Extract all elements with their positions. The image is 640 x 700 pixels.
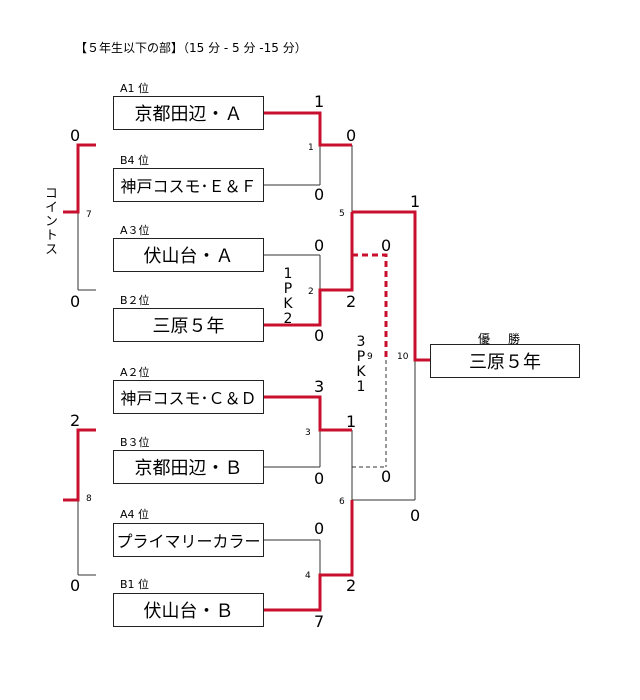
line-m3-winner	[264, 395, 352, 432]
seed-label: B２位	[120, 294, 150, 307]
team-box-2: 神戸コスモ･Ｅ＆Ｆ	[113, 168, 264, 202]
seed-label: B３位	[120, 436, 150, 449]
seed-label: B1 位	[120, 578, 150, 591]
champion-label: 優勝	[478, 332, 539, 346]
team-name: 神戸コスモ･Ｅ＆Ｆ	[120, 177, 257, 196]
line-m5-winner	[352, 210, 430, 362]
match-number: 5	[339, 209, 345, 219]
team-box-5: 神戸コスモ･Ｃ＆Ｄ	[113, 380, 264, 414]
score: 1	[314, 92, 325, 111]
score: 0	[314, 185, 325, 204]
pk-annotation: 1PK2	[280, 266, 296, 326]
match-number: 8	[86, 494, 92, 504]
match-number: 10	[397, 352, 409, 362]
score: 0	[314, 519, 325, 538]
pk-annotation: 3PK1	[353, 334, 369, 394]
team-name: 三原５年	[152, 316, 225, 337]
score: 1	[346, 412, 357, 431]
team-box-4: 三原５年	[113, 308, 264, 342]
match-number: 2	[308, 287, 314, 297]
line-m1-winner	[264, 111, 352, 147]
line-m8-winner	[63, 428, 96, 502]
score: 0	[381, 236, 392, 255]
score: 0	[314, 236, 325, 255]
score: 2	[346, 576, 357, 595]
team-name: 京都田辺・Ａ	[134, 104, 243, 125]
match-number: 4	[305, 571, 311, 581]
team-name: 神戸コスモ･Ｃ＆Ｄ	[120, 389, 257, 408]
score: 1	[410, 192, 421, 211]
score: 0	[410, 506, 421, 525]
match-number: 7	[86, 210, 92, 220]
match-number: 1	[308, 143, 314, 153]
score: 0	[70, 576, 81, 595]
team-box-7: プライマリーカラー	[113, 523, 264, 557]
line-m9-winner	[352, 253, 388, 360]
seed-label: A4 位	[120, 508, 150, 521]
line-m7-winner	[63, 143, 96, 214]
match-number: 9	[367, 352, 373, 362]
team-box-1: 京都田辺・Ａ	[113, 96, 264, 130]
seed-label: B4 位	[120, 154, 150, 167]
team-name: 伏山台・Ａ	[143, 246, 234, 267]
cointoss-label: コイントス	[42, 186, 57, 256]
score: 0	[70, 292, 81, 311]
page-title: 【５年生以下の部】（15 分 - 5 分 -15 分）	[75, 41, 307, 55]
team-name: 京都田辺・Ｂ	[134, 458, 243, 479]
match-number: 3	[305, 428, 311, 438]
score: 0	[314, 469, 325, 488]
score: 0	[70, 126, 81, 145]
team-name: プライマリーカラー	[116, 532, 261, 551]
score: 0	[381, 467, 392, 486]
team-name: 伏山台・Ｂ	[143, 601, 234, 622]
team-box-8: 伏山台・Ｂ	[113, 593, 264, 627]
seed-label: A２位	[120, 366, 150, 379]
score: 0	[346, 126, 357, 145]
score: 7	[314, 612, 325, 631]
seed-label: A３位	[120, 224, 150, 237]
score: 3	[314, 377, 325, 396]
champion-box: 三原５年	[430, 344, 580, 378]
champion-name: 三原５年	[469, 352, 541, 373]
score: 2	[346, 292, 357, 311]
line-m2-winner	[264, 212, 354, 327]
team-box-6: 京都田辺・Ｂ	[113, 450, 264, 484]
line-m4-winner	[264, 500, 354, 612]
match-number: 6	[339, 497, 345, 507]
seed-label: A1 位	[120, 82, 150, 95]
score: 0	[314, 326, 325, 345]
score: 2	[70, 411, 81, 430]
team-box-3: 伏山台・Ａ	[113, 238, 264, 272]
